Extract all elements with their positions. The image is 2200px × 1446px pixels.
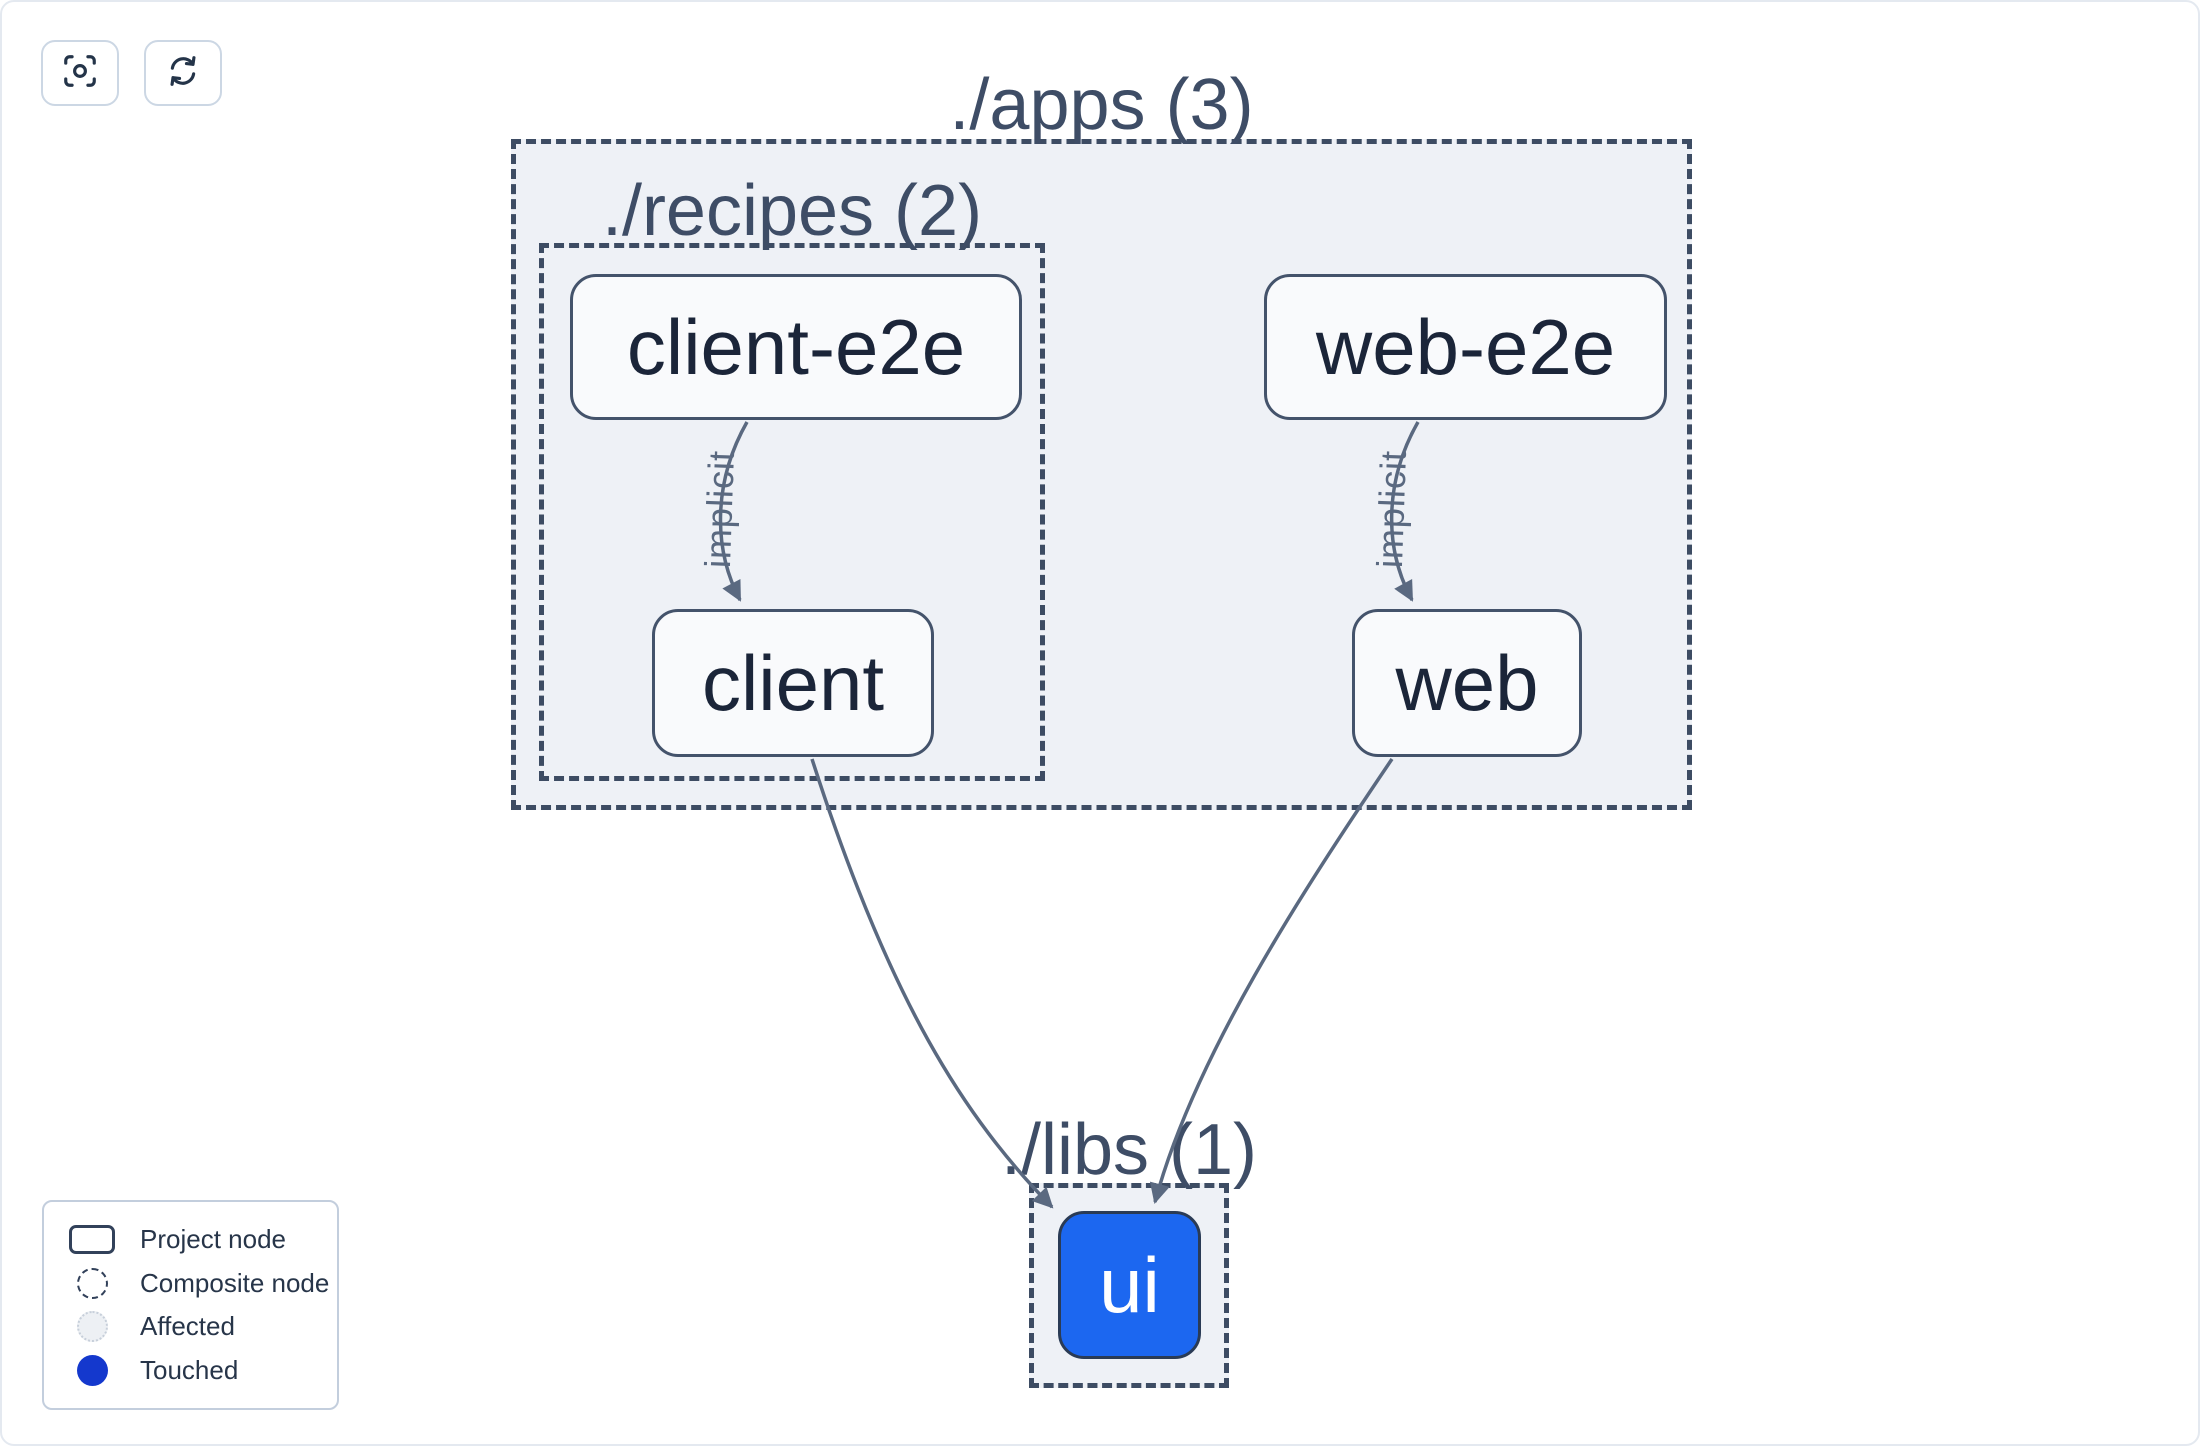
affected-swatch	[76, 1311, 108, 1343]
edge-cliente2e-client[interactable]	[718, 421, 749, 602]
node-client-e2e[interactable]: client-e2e	[570, 274, 1022, 420]
node-web-e2e[interactable]: web-e2e	[1264, 274, 1667, 420]
refresh-button[interactable]	[144, 40, 222, 106]
legend-item-affected: Affected	[44, 1311, 337, 1343]
legend-label: Touched	[140, 1354, 239, 1385]
legend-label: Project node	[140, 1224, 286, 1255]
legend-item-composite-node: Composite node	[44, 1267, 337, 1299]
edge-web-ui[interactable]	[1149, 758, 1394, 1204]
focus-button[interactable]	[41, 40, 119, 106]
group-label-apps: ./apps (3)	[949, 65, 1254, 145]
touched-swatch	[76, 1354, 108, 1386]
legend-item-project-node: Project node	[44, 1224, 337, 1255]
focus-icon	[61, 52, 99, 95]
node-web[interactable]: web	[1352, 609, 1582, 757]
edge-client-ui[interactable]	[810, 758, 1054, 1209]
node-client[interactable]: client	[652, 609, 934, 757]
edge-webe2e-web[interactable]	[1390, 421, 1420, 602]
edge-label-implicit-web: implicit	[1368, 449, 1415, 569]
legend-label: Composite node	[140, 1267, 330, 1298]
legend-label: Affected	[140, 1311, 235, 1342]
refresh-icon	[164, 52, 202, 95]
legend: Project node Composite node Affected Tou…	[42, 1200, 339, 1410]
legend-item-touched: Touched	[44, 1354, 337, 1386]
group-label-recipes: ./recipes (2)	[601, 171, 983, 251]
node-ui[interactable]: ui	[1058, 1211, 1201, 1359]
toolbar	[41, 40, 222, 106]
project-node-swatch	[69, 1225, 115, 1255]
composite-node-swatch	[76, 1267, 108, 1299]
group-label-libs: ./libs (1)	[1000, 1110, 1258, 1190]
edge-label-implicit-client: implicit	[696, 449, 743, 569]
